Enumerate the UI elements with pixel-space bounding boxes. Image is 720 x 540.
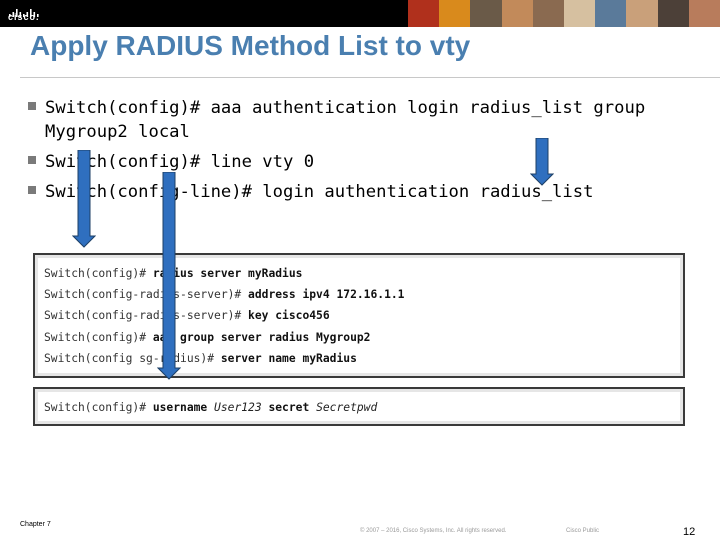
- header-photo: [626, 0, 658, 27]
- config-box-inner: Switch(config)# radius server myRadius S…: [38, 258, 680, 373]
- header-photo: [595, 0, 627, 27]
- chapter-label: Chapter 7: [20, 521, 51, 528]
- config-line: Switch(config)# aaa group server radius …: [44, 331, 371, 344]
- classification-text: Cisco Public: [566, 528, 600, 534]
- bullet-text: Switch(config-line)# login authenticatio…: [45, 182, 594, 202]
- bullet-text: Switch(config)# aaa authentication login…: [45, 98, 646, 118]
- slide-title: Apply RADIUS Method List to vty: [30, 30, 471, 61]
- cisco-logo-text: cisco.: [8, 12, 40, 22]
- bullet-square-icon: [28, 102, 36, 110]
- header-photo: [439, 0, 471, 27]
- config-box-radius: Switch(config)# radius server myRadius S…: [33, 253, 685, 378]
- config-line: Switch(config-radius-server)# address ip…: [44, 288, 405, 301]
- bullet-item: Switch(config-line)# login authenticatio…: [28, 180, 593, 204]
- header-photo-strip: [408, 0, 720, 27]
- header-photo: [657, 0, 689, 27]
- down-arrow-icon: [530, 138, 554, 186]
- header-photo: [470, 0, 502, 27]
- page-number: 12: [683, 526, 696, 538]
- cisco-logo-icon: [9, 9, 39, 17]
- down-arrow-icon: [72, 150, 96, 248]
- config-box-username: Switch(config)# username User123 secret …: [33, 387, 685, 426]
- bullet-square-icon: [28, 156, 36, 164]
- bullet-continuation: Mygroup2 local: [28, 120, 190, 144]
- copyright-text: © 2007 – 2016, Cisco Systems, Inc. All r…: [360, 528, 507, 534]
- bullet-item: Switch(config)# line vty 0: [28, 150, 314, 174]
- header-photo: [532, 0, 565, 27]
- down-arrow-icon: [157, 172, 181, 380]
- top-bar: cisco.: [0, 0, 720, 27]
- config-line: Switch(config-radius-server)# key cisco4…: [44, 309, 330, 322]
- title-divider: [20, 77, 720, 78]
- config-box-inner: Switch(config)# username User123 secret …: [38, 392, 680, 421]
- header-photo: [688, 0, 720, 27]
- config-line: Switch(config sg-radius)# server name my…: [44, 352, 357, 365]
- bullet-text: Mygroup2 local: [45, 122, 190, 142]
- bullet-item: Switch(config)# aaa authentication login…: [28, 96, 645, 120]
- header-photo: [501, 0, 533, 27]
- config-line: Switch(config)# radius server myRadius: [44, 267, 303, 280]
- bullet-text: Switch(config)# line vty 0: [45, 152, 315, 172]
- config-line: Switch(config)# username User123 secret …: [44, 401, 378, 414]
- header-photo: [408, 0, 440, 27]
- header-photo: [564, 0, 596, 27]
- bullet-square-icon: [28, 186, 36, 194]
